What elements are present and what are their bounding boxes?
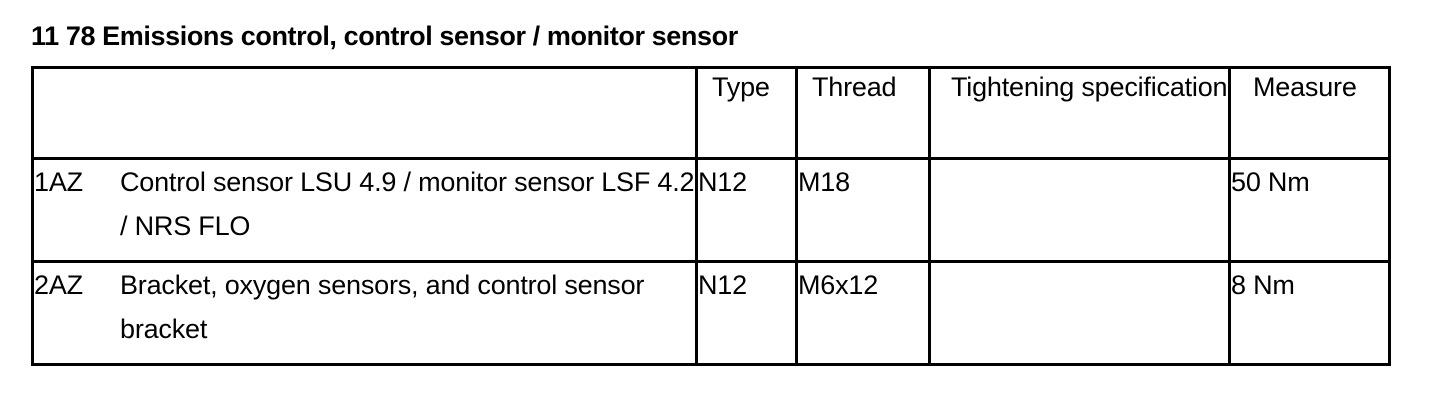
column-header-thread: Thread: [795, 66, 931, 160]
column-header-tightening-specification: Tightening specification: [928, 66, 1231, 160]
cell-description: 1AZ Control sensor LSU 4.9 / monitor sen…: [31, 157, 698, 263]
page-title: 11 78 Emissions control, control sensor …: [31, 21, 738, 51]
cell-description: 2AZ Bracket, oxygen sensors, and control…: [31, 260, 698, 366]
cell-measure: 50 Nm: [1228, 157, 1391, 263]
cell-tightening-specification: [928, 260, 1231, 366]
item-description: Bracket, oxygen sensors, and control sen…: [120, 270, 645, 344]
table-header-row: Type Thread Tightening specification Mea…: [31, 66, 1391, 160]
item-description: Control sensor LSU 4.9 / monitor sensor …: [120, 167, 695, 241]
torque-specification-table: Type Thread Tightening specification Mea…: [31, 66, 1391, 366]
column-header-measure: Measure: [1228, 66, 1391, 160]
cell-thread: M18: [795, 157, 931, 263]
table-row: 2AZ Bracket, oxygen sensors, and control…: [31, 260, 1391, 366]
table-row: 1AZ Control sensor LSU 4.9 / monitor sen…: [31, 157, 1391, 263]
cell-thread: M6x12: [795, 260, 931, 366]
column-header-type: Type: [695, 66, 798, 160]
cell-type: N12: [695, 260, 798, 366]
cell-tightening-specification: [928, 157, 1231, 263]
item-number: 1AZ: [34, 167, 83, 197]
cell-measure: 8 Nm: [1228, 260, 1391, 366]
table-body: 1AZ Control sensor LSU 4.9 / monitor sen…: [31, 157, 1391, 366]
cell-type: N12: [695, 157, 798, 263]
column-header-index: [31, 66, 698, 160]
item-number: 2AZ: [34, 270, 83, 300]
table-header: Type Thread Tightening specification Mea…: [31, 66, 1391, 160]
